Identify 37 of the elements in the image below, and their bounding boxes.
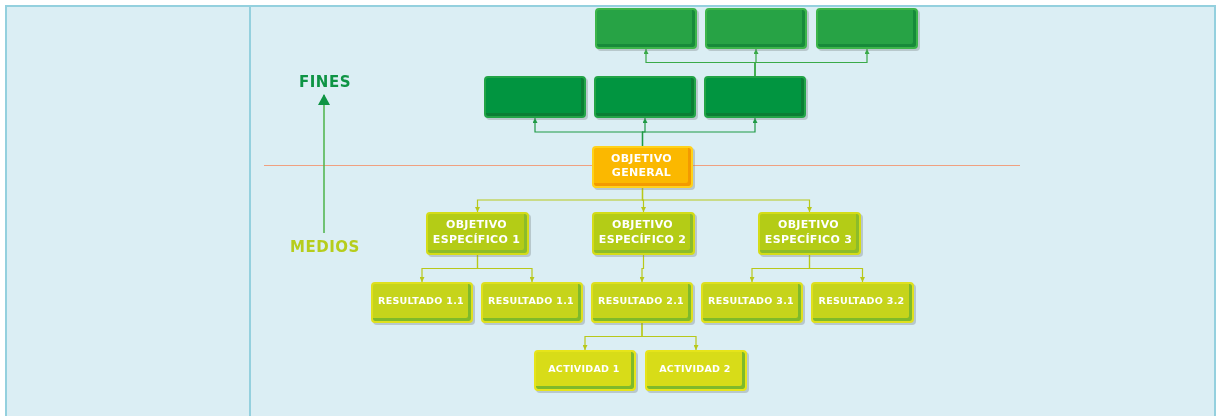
arrow bbox=[641, 322, 699, 351]
activity-box bbox=[534, 350, 636, 391]
arrow bbox=[639, 254, 645, 283]
box-text: OBJETIVO ESPECÍFICO 2 bbox=[598, 218, 687, 247]
box-text: OBJETIVO ESPECÍFICO 1 bbox=[432, 218, 521, 247]
activity-box bbox=[645, 350, 747, 391]
axis-label: FINES bbox=[299, 73, 351, 91]
box-text: RESULTADO 1.1 bbox=[488, 295, 574, 308]
specific-objective-box bbox=[758, 212, 861, 255]
empty-box bbox=[705, 8, 807, 49]
specific-objective-box bbox=[426, 212, 529, 255]
empty-box bbox=[484, 76, 586, 118]
arrow bbox=[641, 117, 758, 147]
result-box bbox=[811, 282, 914, 323]
box-text: OBJETIVO GENERAL bbox=[610, 151, 673, 181]
axis-label: MEDIOS bbox=[290, 238, 360, 256]
result-box bbox=[481, 282, 583, 323]
box-text: RESULTADO 3.2 bbox=[818, 295, 905, 308]
arrow bbox=[641, 187, 812, 213]
arrow bbox=[808, 254, 865, 283]
arrow bbox=[754, 48, 870, 77]
result-box bbox=[371, 282, 473, 323]
specific-objective-box bbox=[592, 212, 695, 255]
empty-box bbox=[816, 8, 918, 49]
box-text: OBJETIVO ESPECÍFICO 3 bbox=[764, 218, 853, 247]
empty-box bbox=[704, 76, 806, 118]
box-text: RESULTADO 3.1 bbox=[708, 295, 794, 308]
empty-box bbox=[595, 8, 697, 49]
box-text: RESULTADO 2.1 bbox=[598, 295, 684, 308]
general-objective-box bbox=[592, 146, 693, 188]
arrow bbox=[476, 254, 535, 283]
box-text: ACTIVIDAD 2 bbox=[659, 363, 731, 376]
result-box bbox=[591, 282, 693, 323]
empty-box bbox=[594, 76, 696, 118]
box-text: ACTIVIDAD 1 bbox=[548, 363, 620, 376]
box-text: RESULTADO 1.1 bbox=[378, 295, 464, 308]
result-box bbox=[701, 282, 803, 323]
